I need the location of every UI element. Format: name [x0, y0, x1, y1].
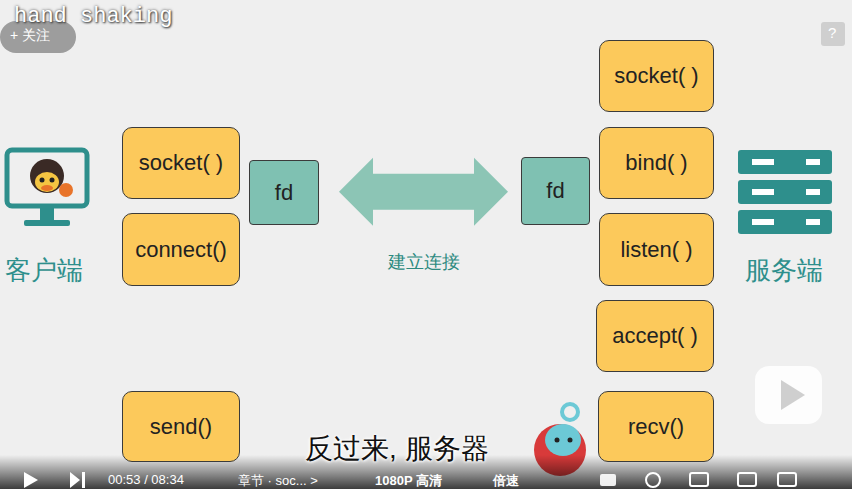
- follow-text: + 关注: [10, 27, 50, 45]
- function-box: listen( ): [599, 213, 714, 286]
- edge-label: 建立连接: [388, 250, 460, 274]
- client-label: 客户端: [5, 253, 83, 288]
- box-text: accept( ): [612, 323, 698, 349]
- box-text: listen( ): [620, 237, 692, 263]
- server-label: 服务端: [745, 253, 823, 288]
- video-title: hand shaking: [14, 4, 172, 29]
- next-icon: [70, 472, 80, 488]
- server-icon: [738, 150, 832, 234]
- chapter-text: 章节 · soc... >: [238, 472, 318, 489]
- function-box: socket( ): [599, 40, 714, 112]
- box-text: socket( ): [614, 63, 698, 89]
- fd-box: fd: [521, 157, 590, 225]
- box-text: socket( ): [139, 150, 223, 176]
- function-box: socket( ): [122, 127, 240, 199]
- box-text: fd: [275, 180, 293, 206]
- client-icon: [7, 150, 87, 226]
- box-text: recv(): [628, 414, 684, 440]
- box-text: send(): [150, 414, 212, 440]
- play-triangle: [781, 380, 805, 410]
- function-box: send(): [122, 391, 240, 462]
- speed-text: 倍速: [493, 472, 519, 489]
- box-text: fd: [546, 178, 564, 204]
- help-button: [821, 22, 845, 46]
- subtitle: 反过来, 服务器: [305, 430, 489, 468]
- box-text: bind( ): [625, 150, 687, 176]
- function-box: recv(): [598, 391, 714, 462]
- play-logo: [755, 366, 822, 424]
- play-icon: [24, 472, 38, 488]
- quality-text: 1080P 高清: [375, 472, 442, 489]
- function-box: bind( ): [599, 127, 714, 199]
- connection-arrow: [339, 158, 508, 226]
- help-mark: ?: [828, 24, 836, 41]
- box-text: connect(): [135, 237, 227, 263]
- fd-box: fd: [249, 160, 319, 225]
- function-box: accept( ): [596, 300, 714, 372]
- function-box: connect(): [122, 213, 240, 286]
- time-display: 00:53 / 08:34: [108, 472, 184, 487]
